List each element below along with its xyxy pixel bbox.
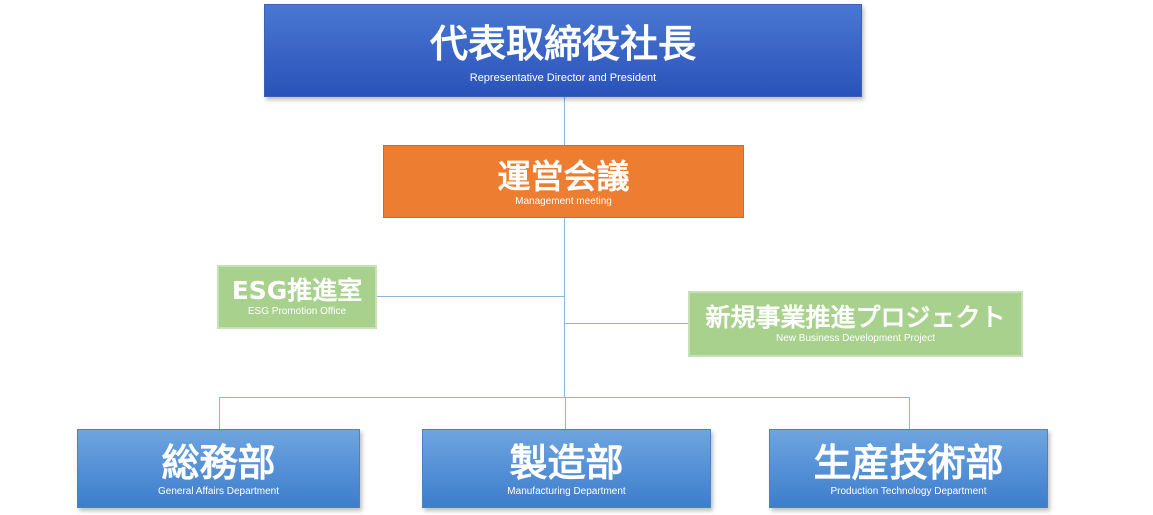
department-title: 生産技術部 bbox=[813, 441, 1004, 485]
department-subtitle: General Affairs Department bbox=[158, 486, 279, 497]
management-meeting-box: 運営会議 Management meeting bbox=[383, 145, 744, 218]
new-business-project-box: 新規事業推進プロジェクト New Business Development Pr… bbox=[688, 291, 1023, 357]
connector-dept-3 bbox=[909, 397, 910, 429]
connector-dept-2 bbox=[565, 397, 566, 429]
president-subtitle: Representative Director and President bbox=[469, 72, 657, 84]
esg-title: ESG推進室 bbox=[231, 275, 363, 305]
meeting-title: 運営会議 bbox=[497, 157, 630, 196]
department-subtitle: Manufacturing Department bbox=[507, 486, 626, 497]
connector-department-bus bbox=[219, 397, 910, 398]
department-box-production-technology: 生産技術部 Production Technology Department bbox=[769, 429, 1048, 508]
connector-dept-1 bbox=[219, 397, 220, 429]
connector-main-trunk bbox=[564, 218, 565, 397]
esg-subtitle: ESG Promotion Office bbox=[247, 305, 347, 317]
department-box-manufacturing: 製造部 Manufacturing Department bbox=[422, 429, 711, 508]
connector-president-meeting bbox=[564, 97, 565, 145]
president-box: 代表取締役社長 Representative Director and Pres… bbox=[264, 4, 862, 97]
connector-new-business bbox=[564, 323, 688, 324]
department-title: 製造部 bbox=[509, 441, 624, 485]
new-business-title: 新規事業推進プロジェクト bbox=[705, 302, 1006, 332]
department-box-general-affairs: 総務部 General Affairs Department bbox=[77, 429, 360, 508]
president-title: 代表取締役社長 bbox=[429, 22, 696, 66]
new-business-subtitle: New Business Development Project bbox=[776, 332, 935, 344]
meeting-subtitle: Management meeting bbox=[515, 196, 612, 207]
connector-esg bbox=[377, 296, 565, 297]
esg-office-box: ESG推進室 ESG Promotion Office bbox=[217, 265, 377, 329]
department-subtitle: Production Technology Department bbox=[830, 486, 987, 497]
department-title: 総務部 bbox=[161, 441, 276, 485]
